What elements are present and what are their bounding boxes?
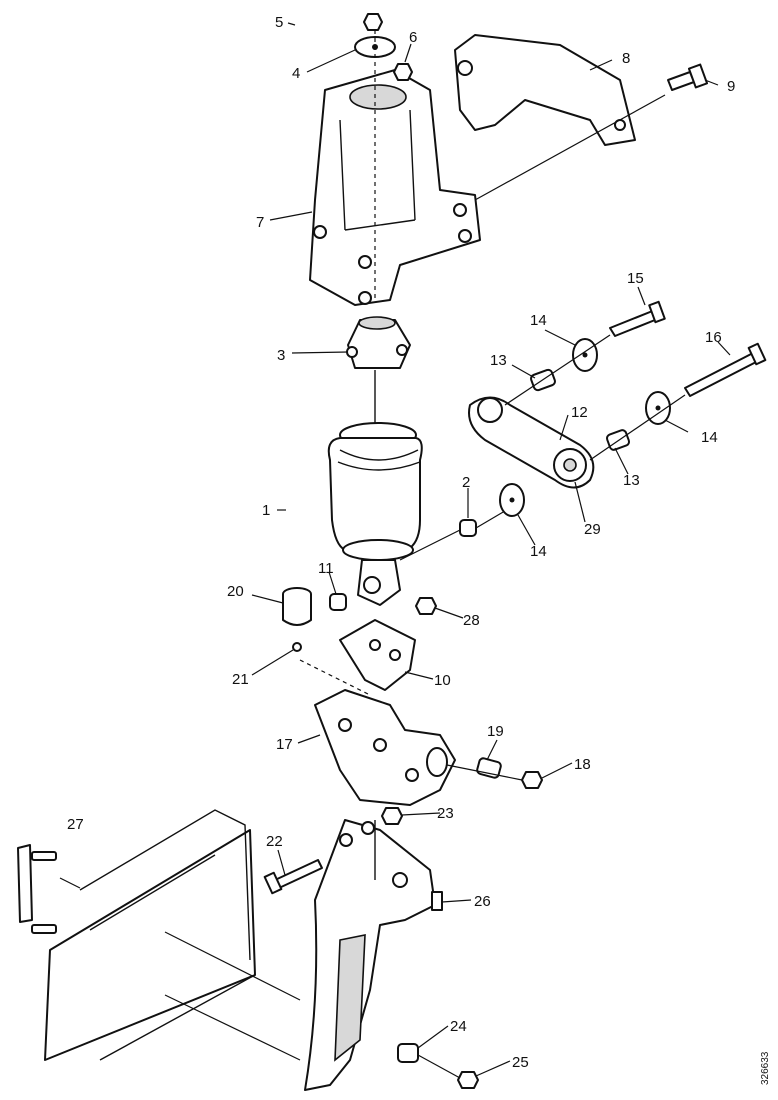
frame-member	[44, 809, 256, 1061]
bush-11	[329, 593, 347, 611]
washer-14-upper	[572, 338, 598, 372]
callout-7: 7	[256, 214, 264, 231]
callout-9-top: 9	[727, 78, 735, 95]
spacer-13-lower	[605, 429, 631, 451]
leader-lines	[251, 22, 731, 1077]
washer-14-right	[645, 391, 671, 425]
hanger-26	[304, 819, 443, 1091]
nut-25	[457, 1071, 479, 1089]
callout-20: 20	[227, 583, 244, 600]
callout-11: 11	[318, 560, 334, 577]
callout-4: 4	[292, 65, 300, 82]
callout-18: 18	[574, 756, 591, 773]
callout-14-right: 14	[701, 429, 718, 446]
buffer-20	[282, 587, 312, 626]
callout-15: 15	[627, 270, 644, 287]
callout-14-lower: 14	[530, 543, 547, 560]
washer-14-lower	[499, 483, 525, 517]
callout-3: 3	[277, 347, 285, 364]
callout-numbers: 5 4 6 7 8 9 3 1 14 13 15 16 12 14 13 2 2…	[67, 14, 771, 1085]
figure-code: 326633	[760, 1051, 771, 1085]
nut-18	[521, 771, 543, 789]
lower-bracket-17	[314, 689, 456, 806]
callout-8: 8	[622, 50, 630, 67]
bolt-22	[263, 859, 323, 895]
callout-28: 28	[463, 612, 480, 629]
callout-6: 6	[409, 29, 417, 46]
bracket-10	[339, 619, 416, 691]
callout-14-top: 14	[530, 312, 547, 329]
callout-13-lower: 13	[623, 472, 640, 489]
bush-24	[397, 1043, 419, 1063]
callout-19: 19	[487, 723, 504, 740]
callout-10: 10	[434, 672, 451, 689]
nut-6	[393, 63, 413, 81]
rubber-bump	[346, 316, 411, 369]
callout-25: 25	[512, 1054, 529, 1071]
link-arm	[468, 396, 595, 489]
callout-1: 1	[262, 502, 270, 519]
nut-28	[415, 597, 437, 615]
bolt-27	[17, 844, 57, 934]
callout-27: 27	[67, 816, 84, 833]
bolt-16	[684, 342, 767, 397]
callout-22: 22	[266, 833, 283, 850]
callout-13-top: 13	[490, 352, 507, 369]
callout-26: 26	[474, 893, 491, 910]
screw-21	[292, 642, 302, 652]
callout-29: 29	[584, 521, 601, 538]
nut-5	[363, 13, 383, 31]
callout-2: 2	[462, 474, 470, 491]
callout-23: 23	[437, 805, 454, 822]
bush-2	[459, 519, 477, 537]
callout-5: 5	[275, 14, 283, 31]
callout-24: 24	[450, 1018, 467, 1035]
bush-19	[476, 757, 502, 779]
mounting-plate	[454, 34, 636, 146]
upper-bracket	[309, 69, 481, 306]
air-spring	[327, 422, 423, 606]
callout-17: 17	[276, 736, 293, 753]
bolt-15	[609, 300, 666, 337]
callout-16: 16	[705, 329, 722, 346]
nut-23	[381, 807, 403, 825]
callout-21: 21	[232, 671, 249, 688]
bolt-9-top	[667, 63, 709, 91]
callout-12: 12	[571, 404, 588, 421]
